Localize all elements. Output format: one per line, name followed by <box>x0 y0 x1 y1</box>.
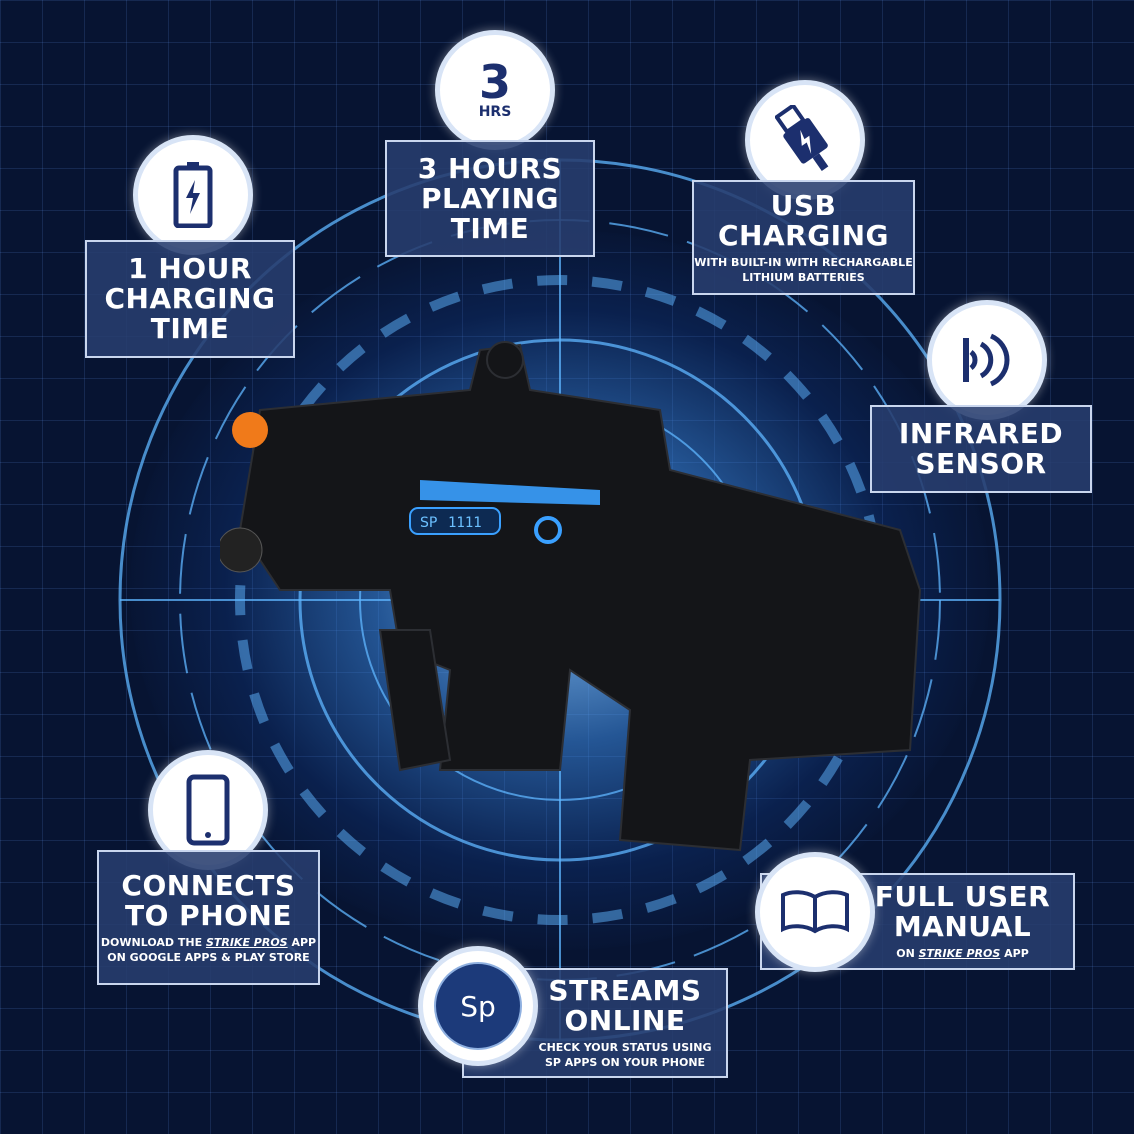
card-subtitle-line: SP APPS ON YOUR PHONE <box>544 1056 706 1069</box>
card-title-line: MANUAL <box>893 910 1032 943</box>
badge-unit: HRS <box>478 104 512 120</box>
card-subtitle-line: WITH BUILT-IN WITH RECHARGABLE <box>694 255 913 269</box>
open-book-icon <box>755 852 875 972</box>
card-title-line: TO PHONE <box>125 898 292 932</box>
card-title-line: SENSOR <box>915 447 1047 480</box>
card-title-line: 1 HOUR <box>128 252 252 285</box>
card-title-line: 3 HOURS <box>417 151 563 185</box>
infrared-signal-icon <box>927 300 1047 420</box>
strike-pros-app-link: STRIKE PROS <box>918 947 1001 960</box>
card-subtitle-line: LITHIUM BATTERIES <box>742 270 865 284</box>
card-title-line: CHARGING <box>104 282 276 315</box>
card-title-line: TIME <box>150 312 230 345</box>
card-title-line: USB <box>770 188 837 222</box>
card-subtitle-text: APP <box>1000 947 1029 960</box>
clock-3hrs-icon: 3 HRS <box>435 30 555 150</box>
card-title-line: PLAYING <box>421 181 559 215</box>
feature-card-usb-charging: USB CHARGING WITH BUILT-IN WITH RECHARGA… <box>692 180 915 295</box>
sp-logo-text: Sp <box>434 962 522 1050</box>
badge-number: 3 <box>478 55 511 109</box>
gun-display-digits: 1111 <box>448 515 482 531</box>
card-subtitle-text: DOWNLOAD THE <box>100 935 206 949</box>
feature-card-playing-time: 3 HOURS PLAYING TIME <box>385 140 595 257</box>
card-subtitle-text: ON <box>896 947 919 960</box>
card-title-line: CHARGING <box>717 218 890 252</box>
strike-pros-app-link: STRIKE PROS <box>205 935 288 949</box>
card-title-line: ONLINE <box>564 1004 686 1037</box>
gun-display-label: SP <box>420 515 437 531</box>
card-subtitle-line: ON GOOGLE APPS & PLAY STORE <box>107 950 310 964</box>
card-subtitle-text: APP <box>287 935 317 949</box>
battery-icon <box>133 135 253 255</box>
sp-compass-logo-icon: Sp <box>418 946 538 1066</box>
card-title-line: FULL USER <box>874 880 1051 913</box>
orange-tip <box>232 412 268 448</box>
feature-card-connects-phone: CONNECTS TO PHONE DOWNLOAD THE STRIKE PR… <box>97 850 320 985</box>
card-title-line: TIME <box>450 211 530 245</box>
gun-led-ring <box>534 516 562 544</box>
feature-card-charging-time: 1 HOUR CHARGING TIME <box>85 240 295 358</box>
feature-card-infrared: INFRARED SENSOR <box>870 405 1092 493</box>
card-title-line: STREAMS <box>548 974 702 1007</box>
card-title-line: CONNECTS <box>121 868 296 902</box>
card-title-line: INFRARED <box>898 417 1064 450</box>
card-subtitle-line: CHECK YOUR STATUS USING <box>538 1041 712 1054</box>
laser-tag-gun: SP 1111 <box>220 341 922 852</box>
